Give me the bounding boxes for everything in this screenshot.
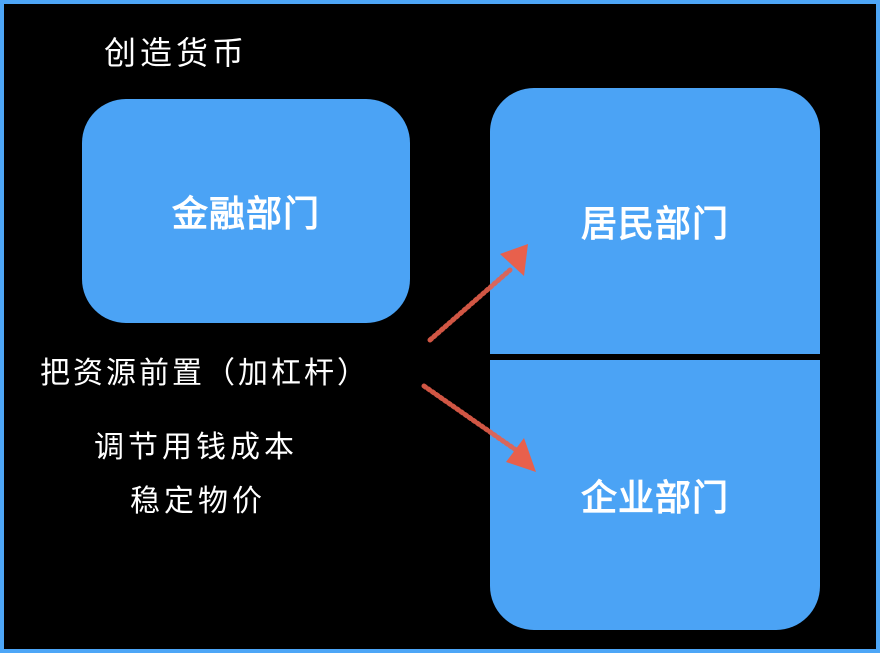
note-cost: 调节用钱成本 <box>94 430 298 465</box>
node-enterprise-sector: 企业部门 <box>490 360 820 630</box>
diagram-canvas: 创造货币 金融部门 居民部门 企业部门 把资源前置（加杠杆） 调节用钱成本 稳定… <box>4 4 876 649</box>
node-divider <box>490 354 820 360</box>
node-household-sector: 居民部门 <box>490 88 820 354</box>
node-household-sector-label: 居民部门 <box>580 204 729 245</box>
note-leverage: 把资源前置（加杠杆） <box>40 356 370 391</box>
diagram-title: 创造货币 <box>104 34 249 72</box>
node-enterprise-sector-label: 企业部门 <box>580 478 729 519</box>
note-price: 稳定物价 <box>130 484 266 519</box>
node-finance-sector-label: 金融部门 <box>171 194 320 235</box>
node-finance-sector: 金融部门 <box>82 99 410 323</box>
